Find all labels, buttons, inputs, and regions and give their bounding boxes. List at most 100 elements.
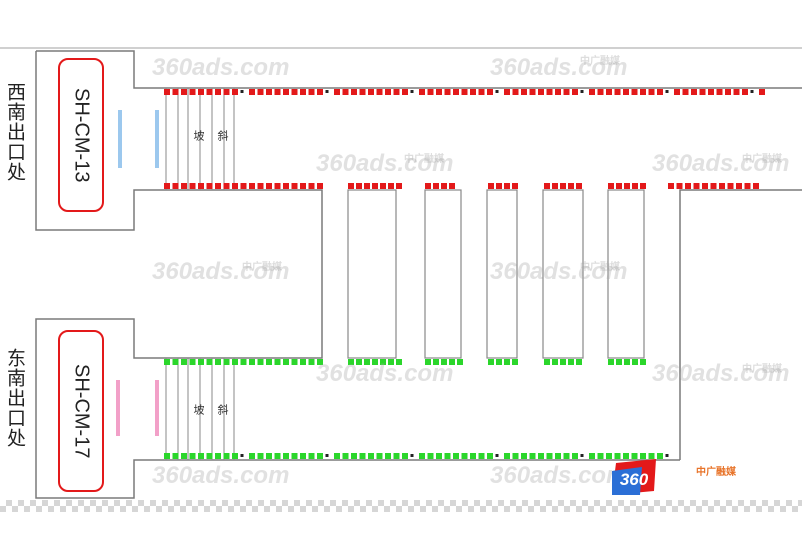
ad-slot-marker (249, 453, 255, 459)
ad-slot-marker (425, 183, 431, 189)
ad-slot-marker (488, 359, 494, 365)
ad-slot-marker (334, 453, 340, 459)
ramp-label-top-1: 斜 (216, 130, 229, 141)
ad-slot-marker (393, 453, 400, 459)
ad-markers (164, 89, 765, 459)
ad-slot-marker (317, 453, 323, 459)
ad-slot-marker (521, 453, 527, 459)
ad-slot-marker (744, 183, 751, 189)
ad-slot-marker (710, 183, 717, 189)
ad-slot-marker (356, 359, 362, 365)
ad-slot-marker (283, 89, 289, 95)
ad-slot-marker (470, 453, 476, 459)
ad-slot-marker (665, 90, 669, 93)
ad-slot-marker (512, 183, 518, 189)
ad-slot-marker (232, 453, 238, 459)
ad-slot-marker (317, 359, 323, 365)
ad-slot-marker (576, 183, 582, 189)
ad-slot-marker (232, 183, 238, 189)
ad-slot-marker (589, 453, 595, 459)
ad-slot-marker (240, 359, 247, 365)
ad-slot-marker (257, 89, 264, 95)
ad-slot-marker (249, 89, 255, 95)
ad-slot-marker (682, 89, 689, 95)
brand-logo-360: 360 (612, 459, 656, 495)
ad-slot-marker (291, 359, 298, 365)
ad-slot-marker (215, 453, 221, 459)
ad-slot-marker (544, 183, 550, 189)
ad-slot-marker (364, 359, 370, 365)
ad-slot-marker (325, 90, 329, 93)
ad-slot-marker (393, 89, 400, 95)
ad-slot-marker (614, 89, 621, 95)
ad-slot-marker (198, 359, 204, 365)
ad-slot-marker (359, 89, 366, 95)
location-code-17: SH-CM-17 (70, 363, 93, 459)
ad-slot-marker (441, 359, 447, 365)
ad-slot-marker (449, 183, 455, 189)
ad-slot-marker (640, 359, 646, 365)
ad-slot-marker (563, 89, 570, 95)
ad-slot-marker (606, 453, 612, 459)
location-code-box-13: SH-CM-13 (58, 58, 104, 212)
ad-slot-marker (172, 359, 179, 365)
ad-slot-marker (376, 89, 383, 95)
ad-slot-marker (215, 183, 221, 189)
ramp-label-top-2: 坡 (192, 130, 205, 141)
ad-slot-marker (181, 89, 187, 95)
ad-slot-marker (560, 183, 566, 189)
ad-slot-marker (198, 183, 204, 189)
ad-slot-marker (504, 89, 510, 95)
ad-slot-marker (580, 454, 584, 457)
ad-slot-marker (164, 453, 170, 459)
ad-slot-marker (470, 89, 476, 95)
ad-slot-marker (181, 183, 187, 189)
ad-slot-marker (240, 90, 244, 93)
ad-slot-marker (640, 183, 646, 189)
ad-slot-marker (300, 183, 306, 189)
ad-slot-marker (632, 359, 638, 365)
ad-slot-marker (753, 183, 759, 189)
ad-slot-marker (419, 89, 425, 95)
ad-slot-marker (206, 359, 213, 365)
ad-slot-marker (529, 89, 536, 95)
ad-slot-marker (631, 89, 638, 95)
ad-slot-marker (496, 359, 502, 365)
ad-slot-marker (300, 453, 306, 459)
ad-slot-marker (691, 89, 697, 95)
ad-slot-marker (640, 453, 646, 459)
ad-slot-marker (308, 359, 315, 365)
ad-slot-marker (266, 183, 272, 189)
ad-slot-marker (402, 453, 408, 459)
pillar-1 (347, 189, 397, 359)
ad-slot-marker (552, 183, 558, 189)
ad-slot-marker (648, 453, 655, 459)
ad-slot-marker (257, 183, 264, 189)
corridor-outline (35, 51, 680, 499)
ad-slot-marker (624, 183, 630, 189)
ad-slot-marker (380, 359, 386, 365)
ramp-top (165, 88, 235, 190)
ad-slot-marker (487, 453, 493, 459)
ad-slot-marker (308, 183, 315, 189)
ad-slot-marker (504, 359, 510, 365)
ad-slot-marker (274, 89, 281, 95)
ad-slot-marker (433, 359, 439, 365)
ad-slot-marker (453, 89, 459, 95)
ad-slot-marker (364, 183, 370, 189)
ad-slot-marker (597, 89, 604, 95)
ad-slot-marker (164, 359, 170, 365)
ad-slot-marker (568, 183, 574, 189)
brand-name: 中广融媒 (696, 467, 736, 478)
ad-slot-marker (668, 183, 674, 189)
ad-slot-marker (546, 453, 553, 459)
ad-slot-marker (385, 89, 391, 95)
ad-slot-marker (702, 183, 708, 189)
ad-slot-marker (589, 89, 595, 95)
ad-slot-marker (172, 453, 179, 459)
ad-slot-marker (504, 453, 510, 459)
brand-logo-text: 360 (620, 470, 649, 489)
ad-slot-marker (759, 89, 765, 95)
ad-slot-marker (308, 89, 315, 95)
ad-slot-marker (427, 453, 434, 459)
